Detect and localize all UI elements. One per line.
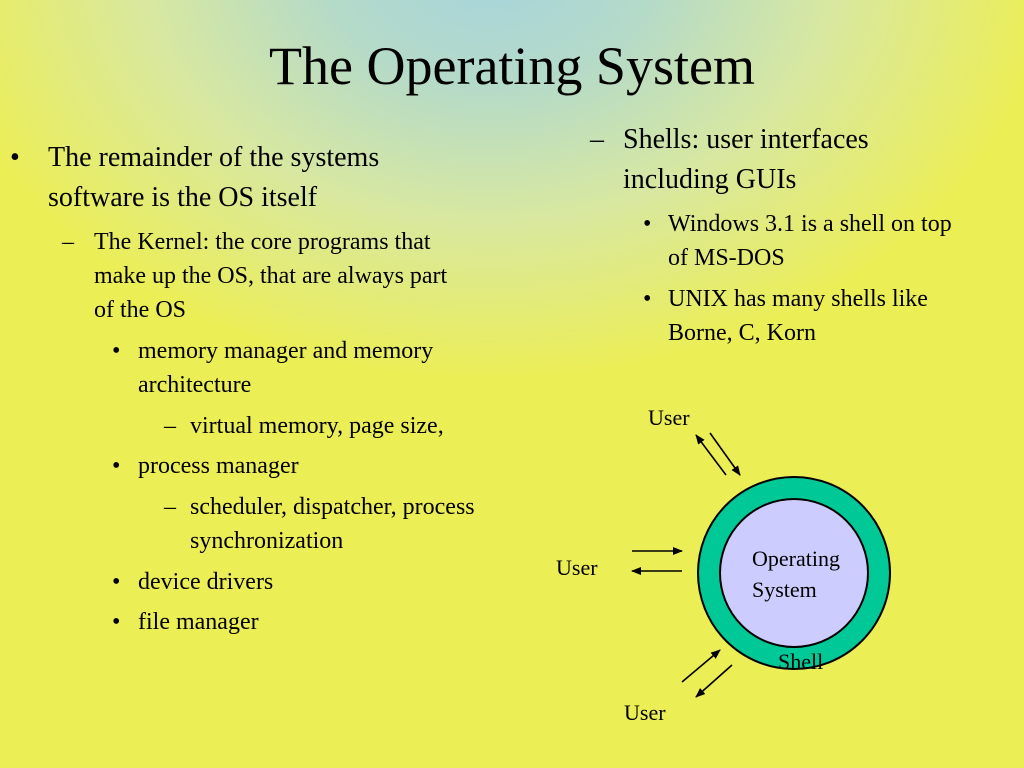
arrow-bottom-in — [681, 649, 721, 683]
right-bullet-1: – Shells: user interfaces including GUIs — [590, 120, 970, 200]
os-label-line2: System — [752, 577, 817, 602]
bullet-text: virtual memory, page size, — [190, 413, 444, 439]
left-bullet-2: – The Kernel: the core programs that mak… — [62, 225, 462, 327]
bullet-text: Windows 3.1 is a shell on top of MS-DOS — [668, 211, 952, 271]
bullet-mark: • — [112, 453, 121, 479]
bullet-mark: – — [164, 494, 176, 520]
left-bullet-4: – virtual memory, page size, — [164, 409, 514, 443]
os-core-circle — [719, 498, 869, 648]
left-bullet-1: • The remainder of the systems software … — [10, 138, 480, 218]
os-label-line1: Operating — [752, 546, 840, 571]
arrow-top-out — [695, 434, 727, 476]
shell-label: Shell — [778, 649, 824, 674]
diagram-graphics — [631, 432, 891, 698]
bullet-text: The Kernel: the core programs that make … — [94, 229, 448, 323]
user-label-bottom: User — [624, 700, 666, 725]
bullet-text: Shells: user interfaces including GUIs — [623, 124, 869, 195]
user-label-left: User — [556, 555, 598, 580]
slide-title: The Operating System — [269, 36, 755, 96]
arrow-top-in — [709, 432, 741, 476]
bullet-mark: • — [112, 338, 121, 364]
bullet-mark: – — [62, 229, 74, 255]
user-label-top: User — [648, 405, 690, 430]
bullet-text: file manager — [138, 609, 259, 635]
bullet-mark: • — [112, 609, 121, 635]
left-bullet-8: • file manager — [112, 605, 502, 639]
left-bullet-7: • device drivers — [112, 565, 502, 599]
bullet-mark: • — [112, 569, 121, 595]
left-bullet-5: • process manager — [112, 449, 502, 483]
right-bullet-3: • UNIX has many shells like Borne, C, Ko… — [643, 282, 953, 350]
bullet-text: memory manager and memory architecture — [138, 338, 434, 398]
bullet-mark: • — [10, 142, 20, 173]
bullet-mark: • — [643, 211, 652, 237]
bullet-text: UNIX has many shells like Borne, C, Korn — [668, 286, 928, 346]
bullet-text: device drivers — [138, 569, 274, 595]
arrow-bottom-out — [695, 664, 733, 698]
left-bullet-6: – scheduler, dispatcher, process synchro… — [164, 490, 484, 558]
bullet-mark: • — [643, 286, 652, 312]
left-bullet-3: • memory manager and memory architecture — [112, 334, 502, 402]
bullet-text: process manager — [138, 453, 299, 479]
os-shell-diagram: User User User Operating System Shell — [540, 395, 960, 755]
right-bullet-2: • Windows 3.1 is a shell on top of MS-DO… — [643, 207, 953, 275]
bullet-mark: – — [590, 124, 604, 155]
bullet-text: scheduler, dispatcher, process synchroni… — [190, 494, 475, 554]
bullet-mark: – — [164, 413, 176, 439]
bullet-text: The remainder of the systems software is… — [48, 142, 380, 213]
